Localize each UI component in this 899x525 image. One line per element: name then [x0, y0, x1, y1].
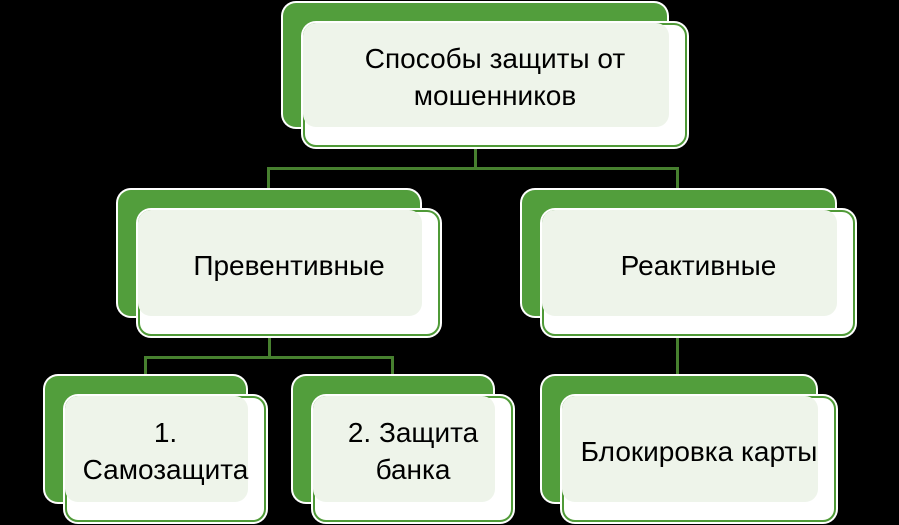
- node-preventive-card: Превентивные: [138, 210, 440, 336]
- node-reactive-label: Реактивные: [620, 249, 777, 281]
- connector-reactive-stem: [676, 334, 679, 378]
- node-preventive-label: Превентивные: [193, 249, 385, 281]
- node-bank-protection-label: 2. Защита банка: [347, 417, 479, 485]
- node-bank-protection-card: 2. Защита банка: [313, 396, 513, 522]
- node-preventive: Превентивные: [118, 190, 440, 336]
- node-root-panel: [303, 23, 669, 127]
- node-self-defense-panel: [65, 396, 248, 502]
- node-preventive-panel: [138, 210, 422, 316]
- node-card-blocking-card: Блокировка карты: [562, 396, 836, 522]
- node-root-card: Способы защиты от мошенников: [303, 23, 687, 147]
- connector-preventive-drop: [267, 167, 270, 192]
- node-self-defense-card: 1. Самозащита: [65, 396, 266, 522]
- node-reactive-card: Реактивные: [542, 210, 855, 336]
- node-card-blocking-panel: [562, 396, 818, 502]
- node-root: Способы защиты от мошенников: [283, 3, 687, 147]
- node-self-defense-label: 1. Самозащита: [82, 417, 249, 485]
- connector-root-stem: [474, 146, 477, 169]
- connector-level1-hbar: [267, 167, 679, 170]
- connector-selfdefense-drop: [144, 356, 147, 378]
- node-reactive-panel: [542, 210, 837, 316]
- node-self-defense: 1. Самозащита: [45, 376, 266, 522]
- connector-level2-hbar: [144, 356, 394, 359]
- node-reactive: Реактивные: [522, 190, 855, 336]
- node-root-label: Способы защиты от мошенников: [364, 43, 626, 111]
- node-bank-protection-panel: [313, 396, 495, 502]
- node-card-blocking: Блокировка карты: [542, 376, 836, 522]
- connector-bankprotection-drop: [391, 356, 394, 378]
- connector-preventive-stem: [268, 334, 271, 359]
- node-card-blocking-label: Блокировка карты: [580, 435, 818, 467]
- node-bank-protection: 2. Защита банка: [293, 376, 513, 522]
- connector-reactive-drop: [676, 167, 679, 192]
